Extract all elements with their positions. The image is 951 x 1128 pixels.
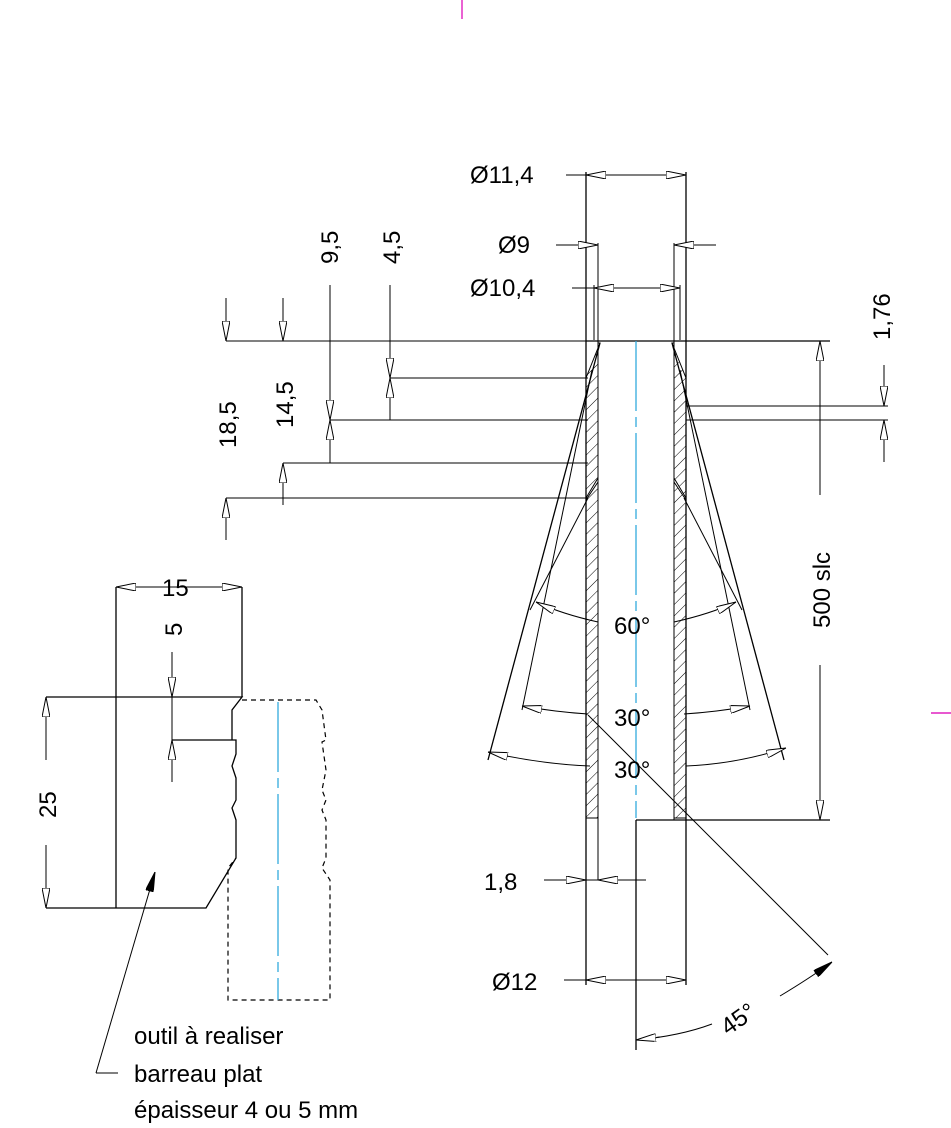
- tool-dim-15: 15: [162, 575, 189, 602]
- angle-30-top: 30°: [614, 705, 650, 732]
- tool-dim-25: 25: [35, 791, 62, 818]
- labels: Ø11,4 Ø9 Ø10,4 Ø12 1,8 9,5 4,5 18,5 14,5…: [35, 162, 896, 1124]
- dim-18-5: 18,5: [215, 401, 242, 448]
- note-line-2: barreau plat: [134, 1061, 262, 1088]
- angle-60: 60°: [614, 613, 650, 640]
- dim-d12: Ø12: [492, 969, 537, 996]
- dim-14-5: 14,5: [272, 381, 299, 428]
- right-wall-hatch: [671, 342, 687, 500]
- angle-30-bottom: 30°: [614, 757, 650, 784]
- left-wall-hatch: [585, 342, 601, 500]
- tool-outline: [46, 587, 331, 1001]
- dim-d10-4: Ø10,4: [470, 275, 535, 302]
- tool-dimensions: [46, 587, 242, 1074]
- note-line-1: outil à realiser: [134, 1023, 283, 1050]
- sheet-markers: [461, 0, 951, 714]
- dim-d9: Ø9: [498, 232, 530, 259]
- dim-9-5: 9,5: [317, 231, 344, 264]
- note-line-3: épaisseur 4 ou 5 mm: [134, 1097, 358, 1124]
- dim-d11-4: Ø11,4: [470, 162, 534, 189]
- dim-1-76: 1,76: [869, 293, 896, 340]
- angle-45: 45°: [716, 998, 761, 1041]
- tool-dim-5: 5: [161, 623, 188, 636]
- dim-500-slc: 500 slc: [809, 552, 836, 628]
- dim-4-5: 4,5: [379, 231, 406, 264]
- main-part: [226, 172, 888, 1050]
- dimension-lines: [226, 175, 884, 1040]
- dim-1-8: 1,8: [484, 869, 517, 896]
